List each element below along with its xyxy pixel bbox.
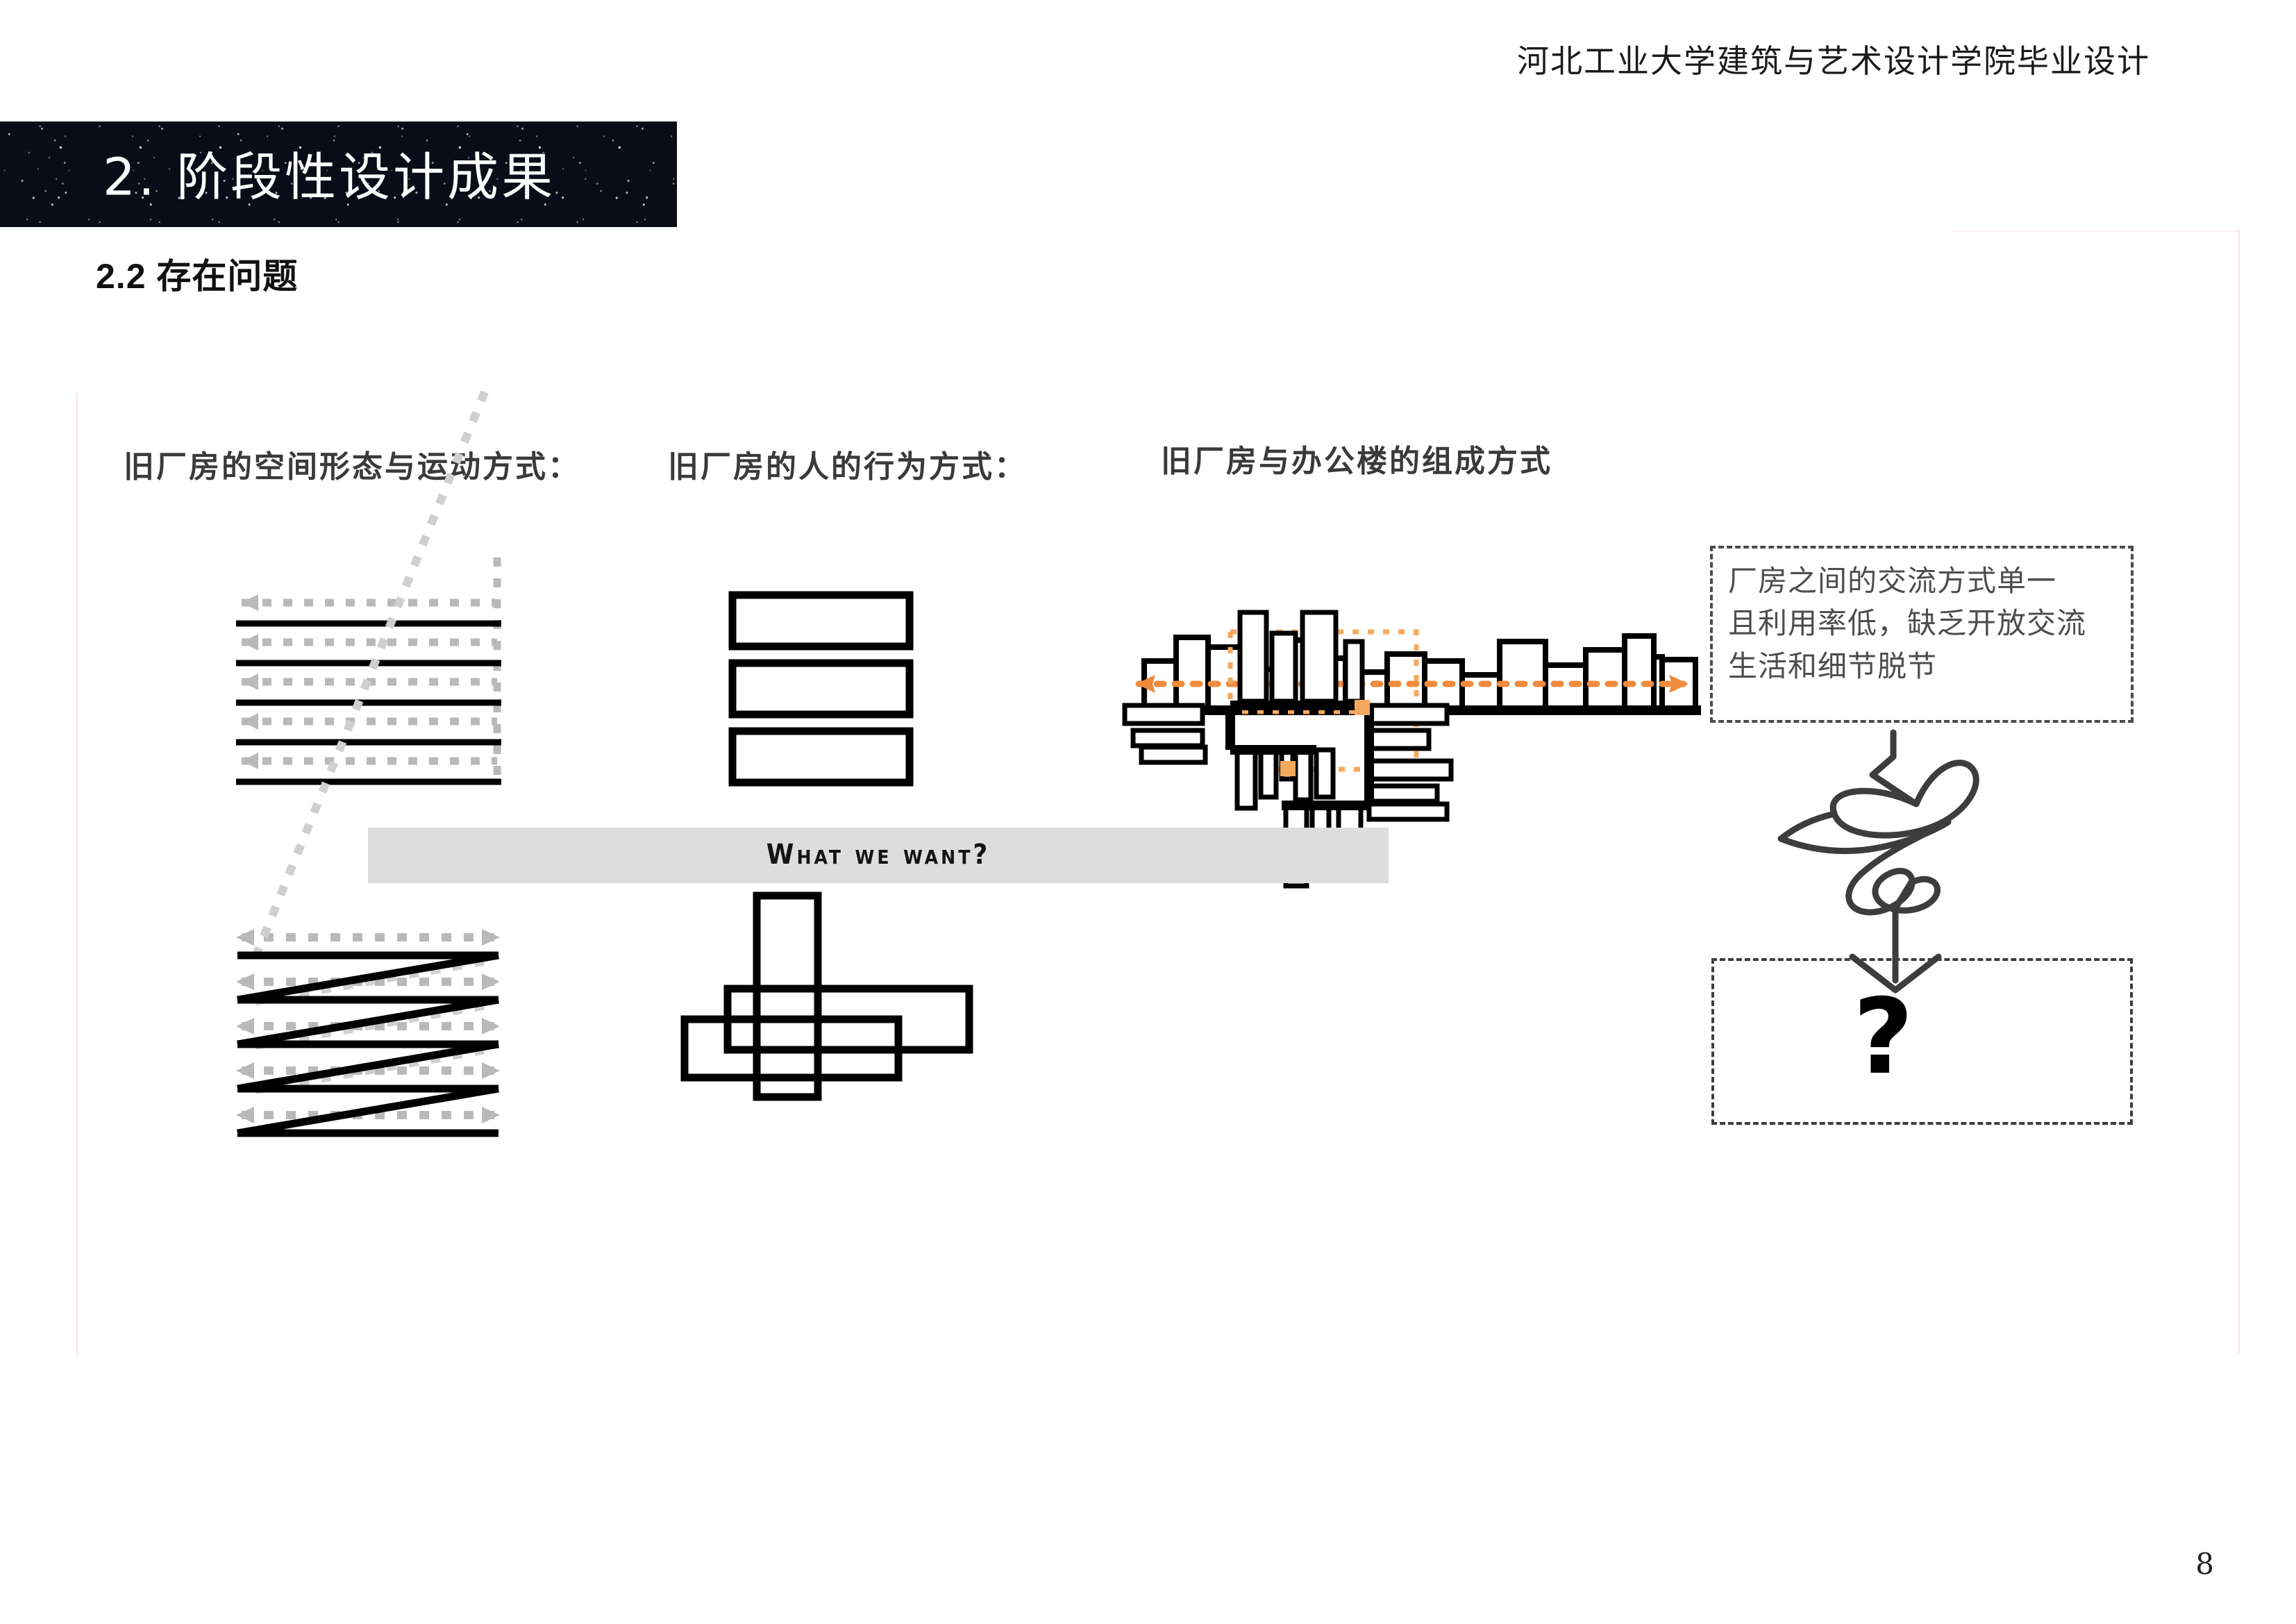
section-title: 2. 阶段性设计成果 <box>103 147 556 208</box>
diagram-parallel-linear-circulation <box>236 558 501 785</box>
orange-node <box>1355 700 1370 715</box>
figure-canvas <box>0 389 2296 1375</box>
question-box: ? <box>1711 958 2133 1125</box>
page-number: 8 <box>2195 1547 2214 1581</box>
subsection-title: 2.2 存在问题 <box>96 257 299 296</box>
circulation-row <box>236 753 501 785</box>
diagram-pinwheel-cluster <box>1122 610 1454 889</box>
diagram-interlocking-boxes <box>680 891 973 1101</box>
caption-space-and-movement: 旧厂房的空间形态与运动方式： <box>124 449 580 485</box>
circulation-row <box>236 594 501 627</box>
figure-guide-line-right <box>2238 229 2240 1354</box>
diagram-zigzag-ramp-circulation <box>236 389 500 1137</box>
circulation-row <box>236 634 501 667</box>
caption-human-behavior: 旧厂房的人的行为方式： <box>668 449 1027 485</box>
slide-header-title: 河北工业大学建筑与艺术设计学院毕业设计 <box>1517 42 2150 80</box>
orange-arrowhead-right <box>1669 675 1689 693</box>
orange-arrowhead-left <box>1136 675 1155 693</box>
caption-composition: 旧厂房与办公楼的组成方式 <box>1161 444 1552 479</box>
what-we-want-banner: What we want? <box>368 828 1389 883</box>
question-mark-glyph: ? <box>1853 977 1914 1098</box>
scribble-down-arrow <box>1777 729 1979 994</box>
figure-guide-line-left <box>76 392 78 1357</box>
orange-node <box>1280 761 1296 776</box>
figure-guide-line-top <box>1951 231 2240 232</box>
problem-note-text: 厂房之间的交流方式单一 且利用率低，缺乏开放交流 生活和细节脱节 <box>1728 564 2087 683</box>
circulation-row <box>236 713 501 746</box>
problem-note-box: 厂房之间的交流方式单一 且利用率低，缺乏开放交流 生活和细节脱节 <box>1710 546 2134 723</box>
what-we-want-label: What we want? <box>766 839 991 871</box>
diagram-stacked-separate-boxes <box>728 591 914 787</box>
starfield-texture <box>0 122 677 227</box>
section-banner: 2. 阶段性设计成果 <box>0 122 677 227</box>
